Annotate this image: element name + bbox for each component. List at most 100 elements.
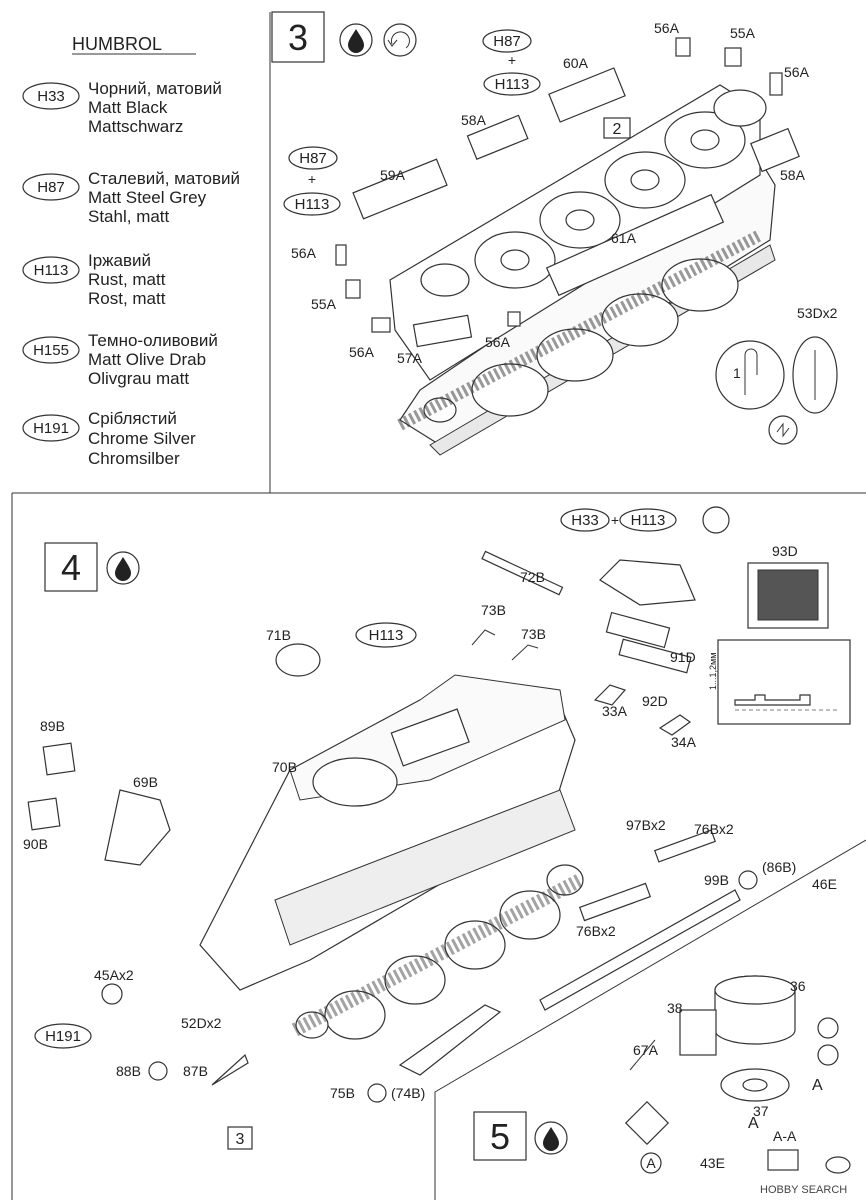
part-86B: (86B) xyxy=(762,859,796,875)
part-87B: 87B xyxy=(183,1063,208,1079)
part-45A: 45Ax2 xyxy=(94,967,134,983)
part-56A-bottom: 56A xyxy=(349,344,375,360)
glue-icon xyxy=(339,23,373,57)
legend-item-h87: H87 Сталевий, матовий Matt Steel Grey St… xyxy=(22,169,240,226)
paint-badge-h33 xyxy=(560,508,610,532)
color-name-ua: Темно-оливовий xyxy=(88,331,218,350)
alt-part-icon xyxy=(738,870,758,890)
paint-badge-h113-b xyxy=(283,192,341,216)
track-assembly-drawing xyxy=(335,37,800,456)
alt-part-icon xyxy=(148,1061,168,1081)
watermark: HOBBY SEARCH xyxy=(760,1184,847,1196)
step-number-box xyxy=(473,1111,527,1161)
paint-code: H155 xyxy=(33,342,69,359)
part-61A: 61A xyxy=(611,230,637,246)
paint-code: H87 xyxy=(299,150,327,167)
part-89B: 89B xyxy=(40,718,65,734)
turret-drawing xyxy=(624,975,851,1174)
step-4: 4 H33 + H113 H113 H191 3 xyxy=(23,506,851,1150)
color-name-en: Matt Olive Drab xyxy=(88,350,206,369)
part-97B: 97Bx2 xyxy=(626,817,666,833)
section-marker-a1: A xyxy=(812,1077,823,1094)
paint-code: H33 xyxy=(571,512,599,529)
paint-badge xyxy=(22,82,80,110)
legend-item-h191: H191 Сріблястий Chrome Silver Chromsilbe… xyxy=(22,409,196,468)
part-56A-mid: 56A xyxy=(485,334,511,350)
part-43E: 43E xyxy=(700,1155,725,1171)
road-wheels xyxy=(420,89,767,423)
paint-code: H113 xyxy=(295,196,330,213)
hull-assembly-drawing xyxy=(199,674,584,1040)
sub-step-number: 3 xyxy=(236,1131,245,1148)
step-number-box xyxy=(44,542,98,592)
fender-brackets xyxy=(335,37,800,348)
paint-badge-h87-b xyxy=(288,146,338,170)
paint-code: H87 xyxy=(493,33,521,50)
paint-code: H33 xyxy=(37,88,65,105)
section-marker-a2: A xyxy=(748,1115,759,1132)
pin-detail: 1 xyxy=(715,336,838,445)
plus-sign: + xyxy=(308,171,316,187)
bend-icon xyxy=(702,506,730,534)
alt-part-icon xyxy=(367,1083,387,1103)
sub-step-box xyxy=(603,117,631,139)
color-name-ua: Сталевий, матовий xyxy=(88,169,240,188)
part-73B-a: 73B xyxy=(481,602,506,618)
part-38: 38 xyxy=(667,1000,683,1016)
color-name-en: Rust, matt xyxy=(88,270,166,289)
paint-badge xyxy=(22,173,80,201)
part-93D: 93D xyxy=(772,543,798,559)
part-73B-b: 73B xyxy=(521,626,546,642)
part-91D: 91D xyxy=(670,649,696,665)
part-76B-b: 76Bx2 xyxy=(576,923,616,939)
paint-badge xyxy=(22,336,80,364)
color-name-ua: Іржавий xyxy=(88,251,151,270)
section-label: A-A xyxy=(773,1128,797,1144)
glue-icon xyxy=(106,551,140,585)
dimension-note: 1...1,2мм xyxy=(708,653,718,690)
sub-step-number: 2 xyxy=(613,121,622,138)
part-56A-right: 56A xyxy=(784,64,810,80)
part-67A: 67A xyxy=(633,1042,659,1058)
part-52D: 52Dx2 xyxy=(181,1015,222,1031)
part-90B: 90B xyxy=(23,836,48,852)
paint-badge xyxy=(22,256,80,284)
legend-item-h33: H33 Чорний, матовий Matt Black Mattschwa… xyxy=(22,79,222,136)
part-76B-a: 76Bx2 xyxy=(694,821,734,837)
color-name-en: Chrome Silver xyxy=(88,429,196,448)
part-55A-top: 55A xyxy=(730,25,756,41)
step5-divider xyxy=(434,839,866,1200)
part-53D: 53Dx2 xyxy=(797,305,838,321)
legend-item-h155: H155 Темно-оливовий Matt Olive Drab Oliv… xyxy=(22,331,218,388)
step-number: 4 xyxy=(61,547,81,588)
paint-code: H113 xyxy=(631,512,666,529)
part-74B: (74B) xyxy=(391,1085,425,1101)
plus-sign: + xyxy=(611,512,619,528)
part-58A-top: 58A xyxy=(461,112,487,128)
paint-code: H113 xyxy=(495,76,530,93)
paint-badge-h113 xyxy=(619,508,677,532)
color-name-de: Chromsilber xyxy=(88,449,180,468)
part-70B: 70B xyxy=(272,759,297,775)
part-60A: 60A xyxy=(563,55,589,71)
track-links xyxy=(397,229,763,431)
step-3: 3 H87 + H113 H87 + H113 2 xyxy=(271,11,838,456)
step-number-box xyxy=(271,11,325,63)
part-58A-right: 58A xyxy=(780,167,806,183)
legend-item-h113: H113 Іржавий Rust, matt Rost, matt xyxy=(22,251,166,308)
part-55A-left: 55A xyxy=(311,296,337,312)
part-92D: 92D xyxy=(642,693,668,709)
color-name-de: Stahl, matt xyxy=(88,207,170,226)
paint-code: H87 xyxy=(37,179,65,196)
hull-wheels xyxy=(295,864,584,1040)
color-name-ua: Сріблястий xyxy=(88,409,177,428)
sub-step-box xyxy=(227,1126,253,1150)
part-34A: 34A xyxy=(671,734,697,750)
color-name-en: Matt Black xyxy=(88,98,168,117)
repeat-icon xyxy=(383,23,417,57)
part-99B: 99B xyxy=(704,872,729,888)
step-number: 5 xyxy=(490,1116,510,1157)
color-name-ua: Чорний, матовий xyxy=(88,79,222,98)
glue-icon xyxy=(534,1121,568,1155)
part-59A: 59A xyxy=(380,167,406,183)
